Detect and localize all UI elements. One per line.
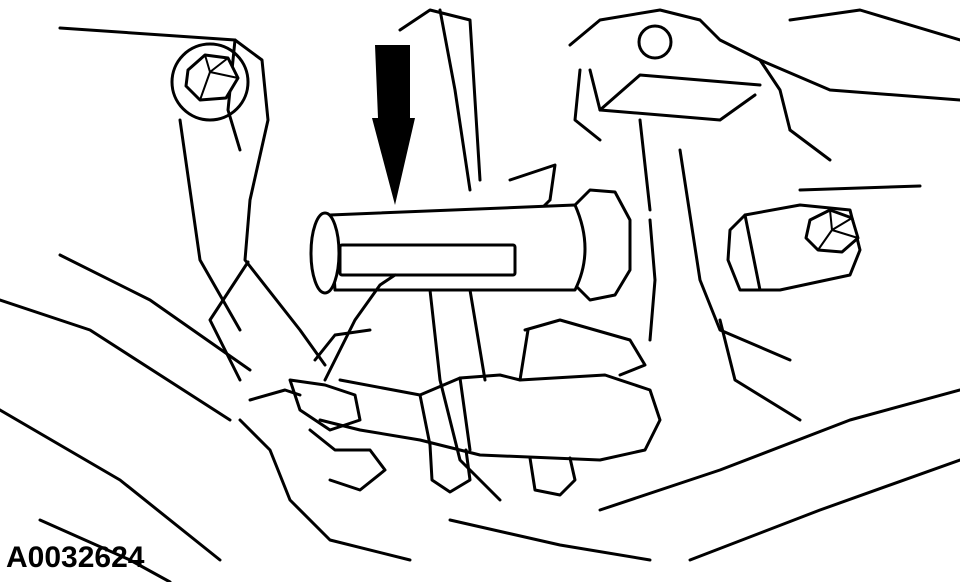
slotted-pin bbox=[309, 203, 587, 295]
lower-lever-assembly bbox=[318, 318, 662, 497]
hex-bolt-icon bbox=[170, 42, 250, 122]
left-bracket-outline bbox=[0, 26, 327, 582]
shaft-housing bbox=[573, 148, 792, 362]
lower-left-linkage bbox=[238, 273, 412, 562]
figure-id-label: A0032624 bbox=[6, 541, 145, 574]
right-hex-bolt bbox=[726, 203, 862, 292]
bottom-outlines bbox=[448, 388, 960, 562]
down-arrow-icon bbox=[372, 45, 415, 205]
upper-right-housing bbox=[568, 8, 960, 422]
